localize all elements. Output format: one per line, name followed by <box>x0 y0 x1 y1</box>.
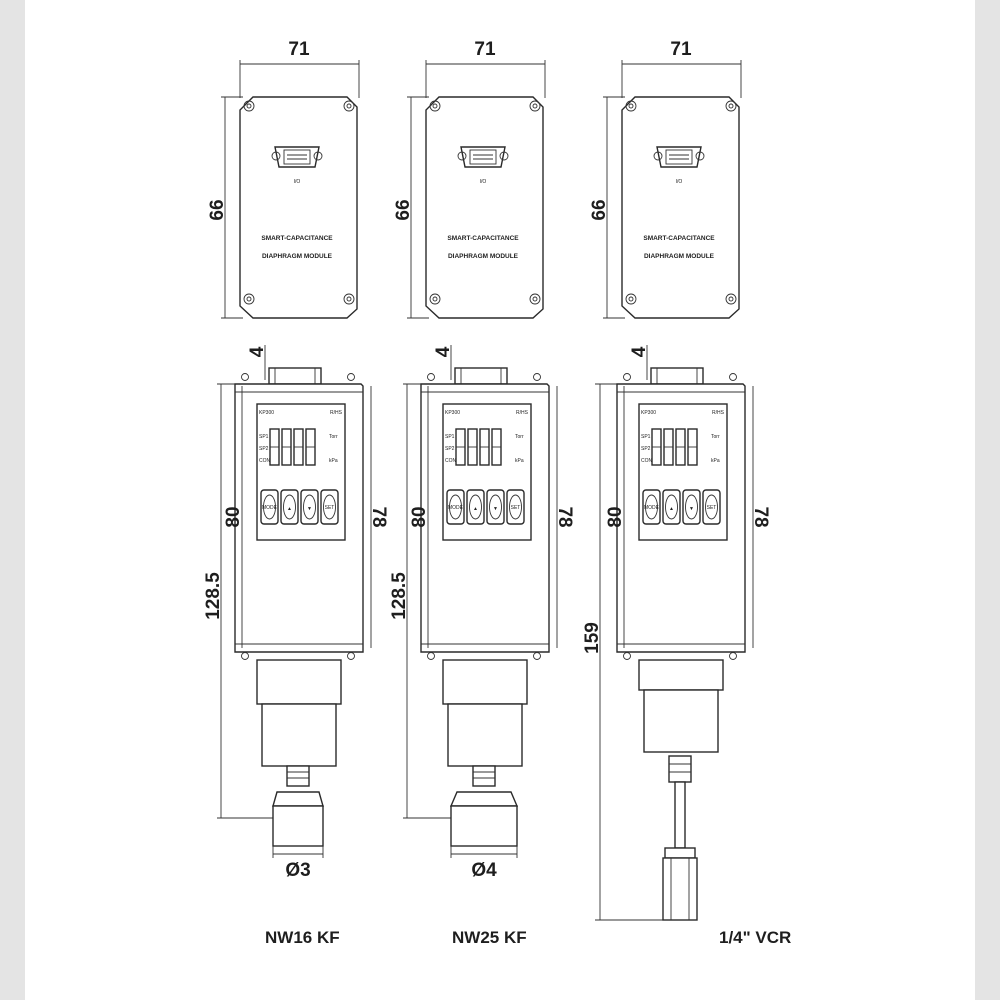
unit2-label: kPa <box>329 458 338 464</box>
module-label-2: DIAPHRAGM MODULE <box>448 253 519 260</box>
module-label-2: DIAPHRAGM MODULE <box>644 253 715 260</box>
offset-dim: 4 <box>247 346 268 357</box>
top-width-dim: 71 <box>288 39 310 60</box>
tag-label: R/HS <box>516 410 529 416</box>
module-label-1: SMART-CAPACITANCE <box>643 235 715 242</box>
front-view-1: 4 KP300 R/HS SP1 SP2 CON Torr kPa <box>203 345 389 881</box>
unit1-label: Torr <box>515 434 524 440</box>
top-view-1: 71 66 I/O SMART-CAPACITANCE DIAPHRAGM MO… <box>207 39 360 319</box>
sp2-label: SP2 <box>259 446 269 452</box>
sp1-label: SP1 <box>445 434 455 440</box>
unit1-label: Torr <box>329 434 338 440</box>
con-label: CON <box>259 458 271 464</box>
module-label-1: SMART-CAPACITANCE <box>447 235 519 242</box>
tag-label: R/HS <box>330 410 343 416</box>
top-view-3: 71 66 I/O SMART-CAPACITANCE DIAPHRAGM MO… <box>589 39 742 319</box>
seven-segment-display <box>651 428 698 466</box>
body-height-dim: 80 <box>223 506 244 527</box>
sp2-label: SP2 <box>445 446 455 452</box>
side-height-dim: 78 <box>368 506 389 527</box>
caption-vcr: 1/4" VCR <box>719 928 792 947</box>
body-height-dim: 80 <box>409 506 430 527</box>
offset-dim: 4 <box>433 346 454 357</box>
seven-segment-display <box>455 428 502 466</box>
up-button-label: ▲ <box>473 506 478 512</box>
top-width-dim: 71 <box>474 39 496 60</box>
drawing-canvas: 71 66 I/O SMART-CAPACITANCE DIAPHRAGM MO… <box>25 0 975 1000</box>
model-label: KP300 <box>445 410 460 416</box>
keypad: MODE ▲ ▼ SET <box>260 489 339 525</box>
io-label: I/O <box>676 179 683 185</box>
offset-dim: 4 <box>629 346 650 357</box>
module-label-1: SMART-CAPACITANCE <box>261 235 333 242</box>
io-connector-icon <box>653 146 705 168</box>
front-view-2: 4 KP300 R/HS SP1 SP2 CON Torr kPa <box>389 345 575 881</box>
model-label: KP300 <box>259 410 274 416</box>
down-button-label: ▼ <box>689 506 694 512</box>
up-button-label: ▲ <box>669 506 674 512</box>
unit2-label: kPa <box>515 458 524 464</box>
top-view-2: 71 66 I/O SMART-CAPACITANCE DIAPHRAGM MO… <box>393 39 546 319</box>
down-button-label: ▼ <box>307 506 312 512</box>
top-height-dim: 66 <box>589 199 610 220</box>
top-height-dim: 66 <box>393 199 414 220</box>
technical-drawing: 71 66 I/O SMART-CAPACITANCE DIAPHRAGM MO… <box>203 39 771 921</box>
top-width-dim: 71 <box>670 39 692 60</box>
mode-button-label: MODE <box>644 505 660 511</box>
side-height-dim: 78 <box>554 506 575 527</box>
sp1-label: SP1 <box>641 434 651 440</box>
mode-button-label: MODE <box>262 505 278 511</box>
io-label: I/O <box>294 179 301 185</box>
io-connector-icon <box>271 146 323 168</box>
side-height-dim: 78 <box>750 506 771 527</box>
keypad: MODE ▲ ▼ SET <box>642 489 721 525</box>
set-button-label: SET <box>511 505 521 511</box>
con-label: CON <box>641 458 653 464</box>
down-button-label: ▼ <box>493 506 498 512</box>
front-view-3: 4 KP300 R/HS SP1 SP2 CON Torr kPa <box>582 345 771 921</box>
con-label: CON <box>445 458 457 464</box>
io-connector-icon <box>457 146 509 168</box>
keypad: MODE ▲ ▼ SET <box>446 489 525 525</box>
diameter-dim: Ø3 <box>285 860 310 881</box>
module-label-2: DIAPHRAGM MODULE <box>262 253 333 260</box>
sp2-label: SP2 <box>641 446 651 452</box>
unit1-label: Torr <box>711 434 720 440</box>
up-button-label: ▲ <box>287 506 292 512</box>
overall-height-dim: 128.5 <box>203 572 224 620</box>
caption-nw16: NW16 KF <box>265 928 340 947</box>
mode-button-label: MODE <box>448 505 464 511</box>
caption-nw25: NW25 KF <box>452 928 527 947</box>
set-button-label: SET <box>707 505 717 511</box>
body-height-dim: 80 <box>605 506 626 527</box>
tag-label: R/HS <box>712 410 725 416</box>
set-button-label: SET <box>325 505 335 511</box>
seven-segment-display <box>269 428 316 466</box>
sp1-label: SP1 <box>259 434 269 440</box>
diameter-dim: Ø4 <box>471 860 497 881</box>
overall-height-dim: 128.5 <box>389 572 410 620</box>
io-label: I/O <box>480 179 487 185</box>
overall-height-dim: 159 <box>582 622 603 654</box>
unit2-label: kPa <box>711 458 720 464</box>
model-label: KP300 <box>641 410 656 416</box>
top-height-dim: 66 <box>207 199 228 220</box>
